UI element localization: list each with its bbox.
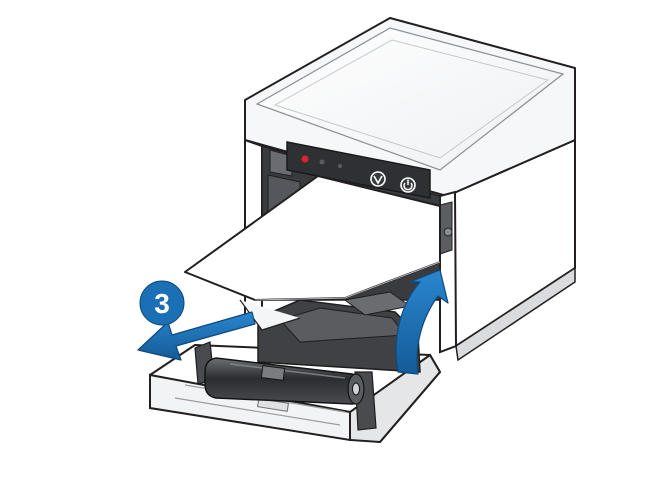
paper-tray <box>149 291 442 444</box>
lift-up-arrow <box>395 269 449 375</box>
status-led-icon <box>319 159 325 165</box>
paper-sheet <box>184 175 441 331</box>
feed-button[interactable] <box>370 171 386 187</box>
power-icon <box>403 182 413 191</box>
step-badge: 3 <box>139 280 185 326</box>
error-led-icon <box>301 155 309 163</box>
control-panel <box>286 141 431 199</box>
step-number: 3 <box>154 288 170 319</box>
feed-icon <box>373 175 383 185</box>
platen-roller <box>204 357 365 405</box>
power-button[interactable] <box>400 177 416 193</box>
status-led-icon <box>338 164 342 168</box>
